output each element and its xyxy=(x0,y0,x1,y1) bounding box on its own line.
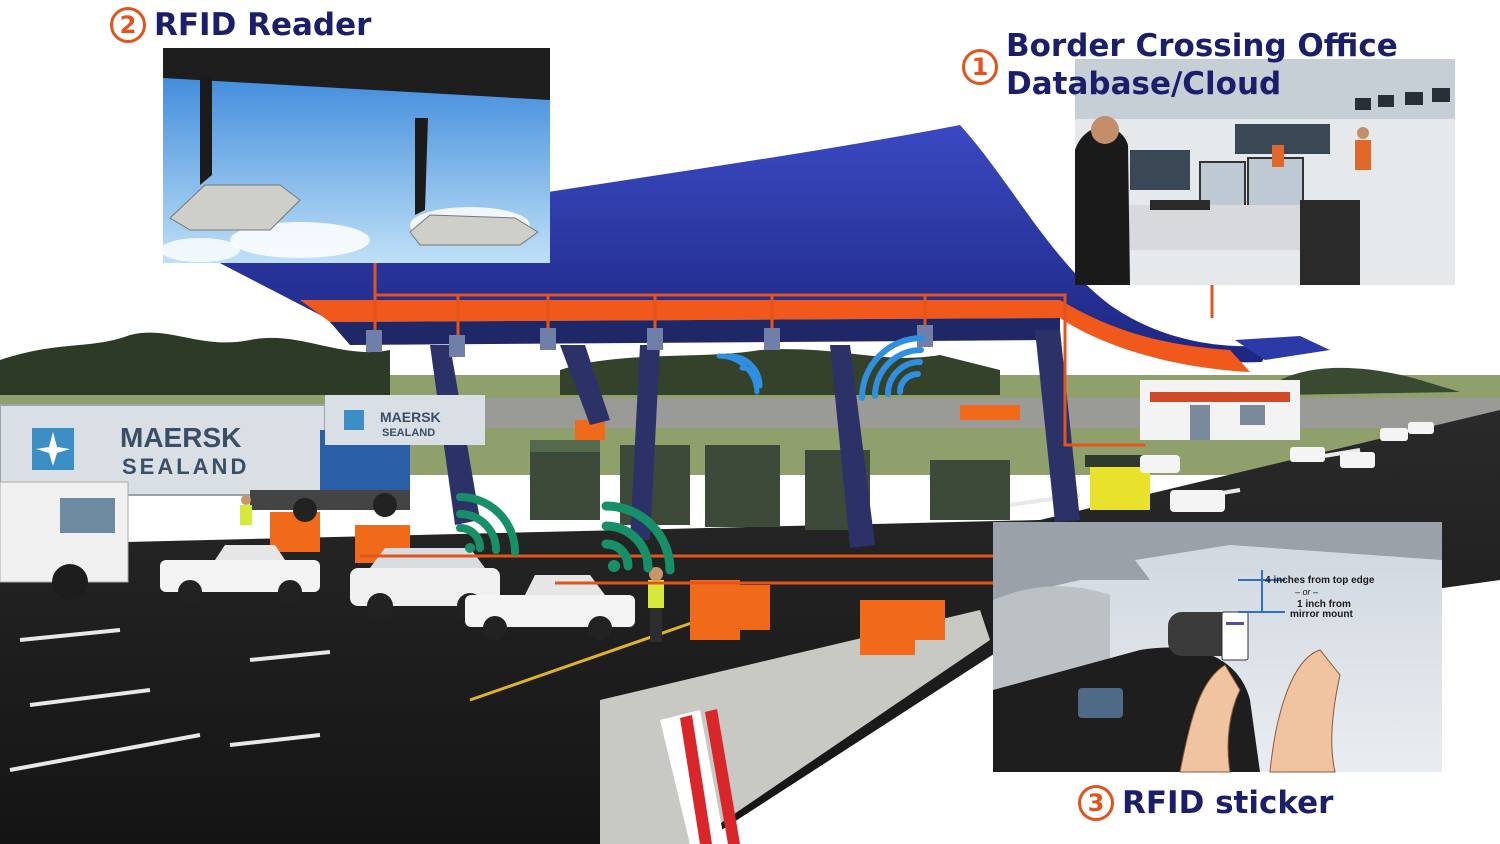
wifi-signal-icon xyxy=(456,493,519,556)
canopy-readers xyxy=(366,325,933,357)
callout-title: RFID Reader xyxy=(154,7,372,43)
callout-rfid-reader: 2 RFID Reader xyxy=(110,6,371,44)
callout-title: RFID sticker xyxy=(1122,785,1334,821)
wifi-signal-icon xyxy=(859,335,925,401)
sticker-instruction-line4: mirror mount xyxy=(1290,609,1353,620)
callout-number-badge: 3 xyxy=(1078,785,1114,821)
callout-title-line2: Database/Cloud xyxy=(1006,66,1282,102)
canopy-connector-bus xyxy=(373,262,1145,447)
border-office-building xyxy=(1140,380,1300,440)
callout-title-line1: Border Crossing Office xyxy=(1006,28,1398,64)
callout-number-badge: 2 xyxy=(110,7,146,43)
wifi-signal-icon xyxy=(601,501,675,575)
workers xyxy=(240,495,664,642)
sticker-instruction-line3: 1 inch from xyxy=(1297,599,1351,610)
container-far-brand-line1: MAERSK xyxy=(380,409,441,425)
connector-network xyxy=(360,262,1214,585)
callout-rfid-sticker: 3 RFID sticker xyxy=(1078,784,1333,822)
callout-number-badge: 1 xyxy=(962,49,998,85)
container-brand-line2: SEALAND xyxy=(122,454,249,479)
rfid-sticker-photo: 4 inches from top edge – or – 1 inch fro… xyxy=(993,522,1442,773)
rfid-reader-photo xyxy=(160,48,550,263)
control-room-photo xyxy=(1075,59,1455,285)
sticker-instruction-line1: 4 inches from top edge xyxy=(1265,575,1375,586)
wifi-signal-icon xyxy=(716,353,763,395)
container-brand-line1: MAERSK xyxy=(120,422,241,453)
sticker-measurement-marker xyxy=(1238,570,1285,613)
traffic-barriers xyxy=(270,405,1020,655)
container-far-brand-line2: SEALAND xyxy=(382,427,435,439)
container-truck: MAERSK SEALAND MAERSK SEALAND xyxy=(0,395,485,600)
callout-border-office: 1 Border Crossing Office Database/Cloud xyxy=(962,27,1398,103)
sticker-instruction-line2: – or – xyxy=(1294,587,1319,597)
vehicles xyxy=(160,422,1434,640)
